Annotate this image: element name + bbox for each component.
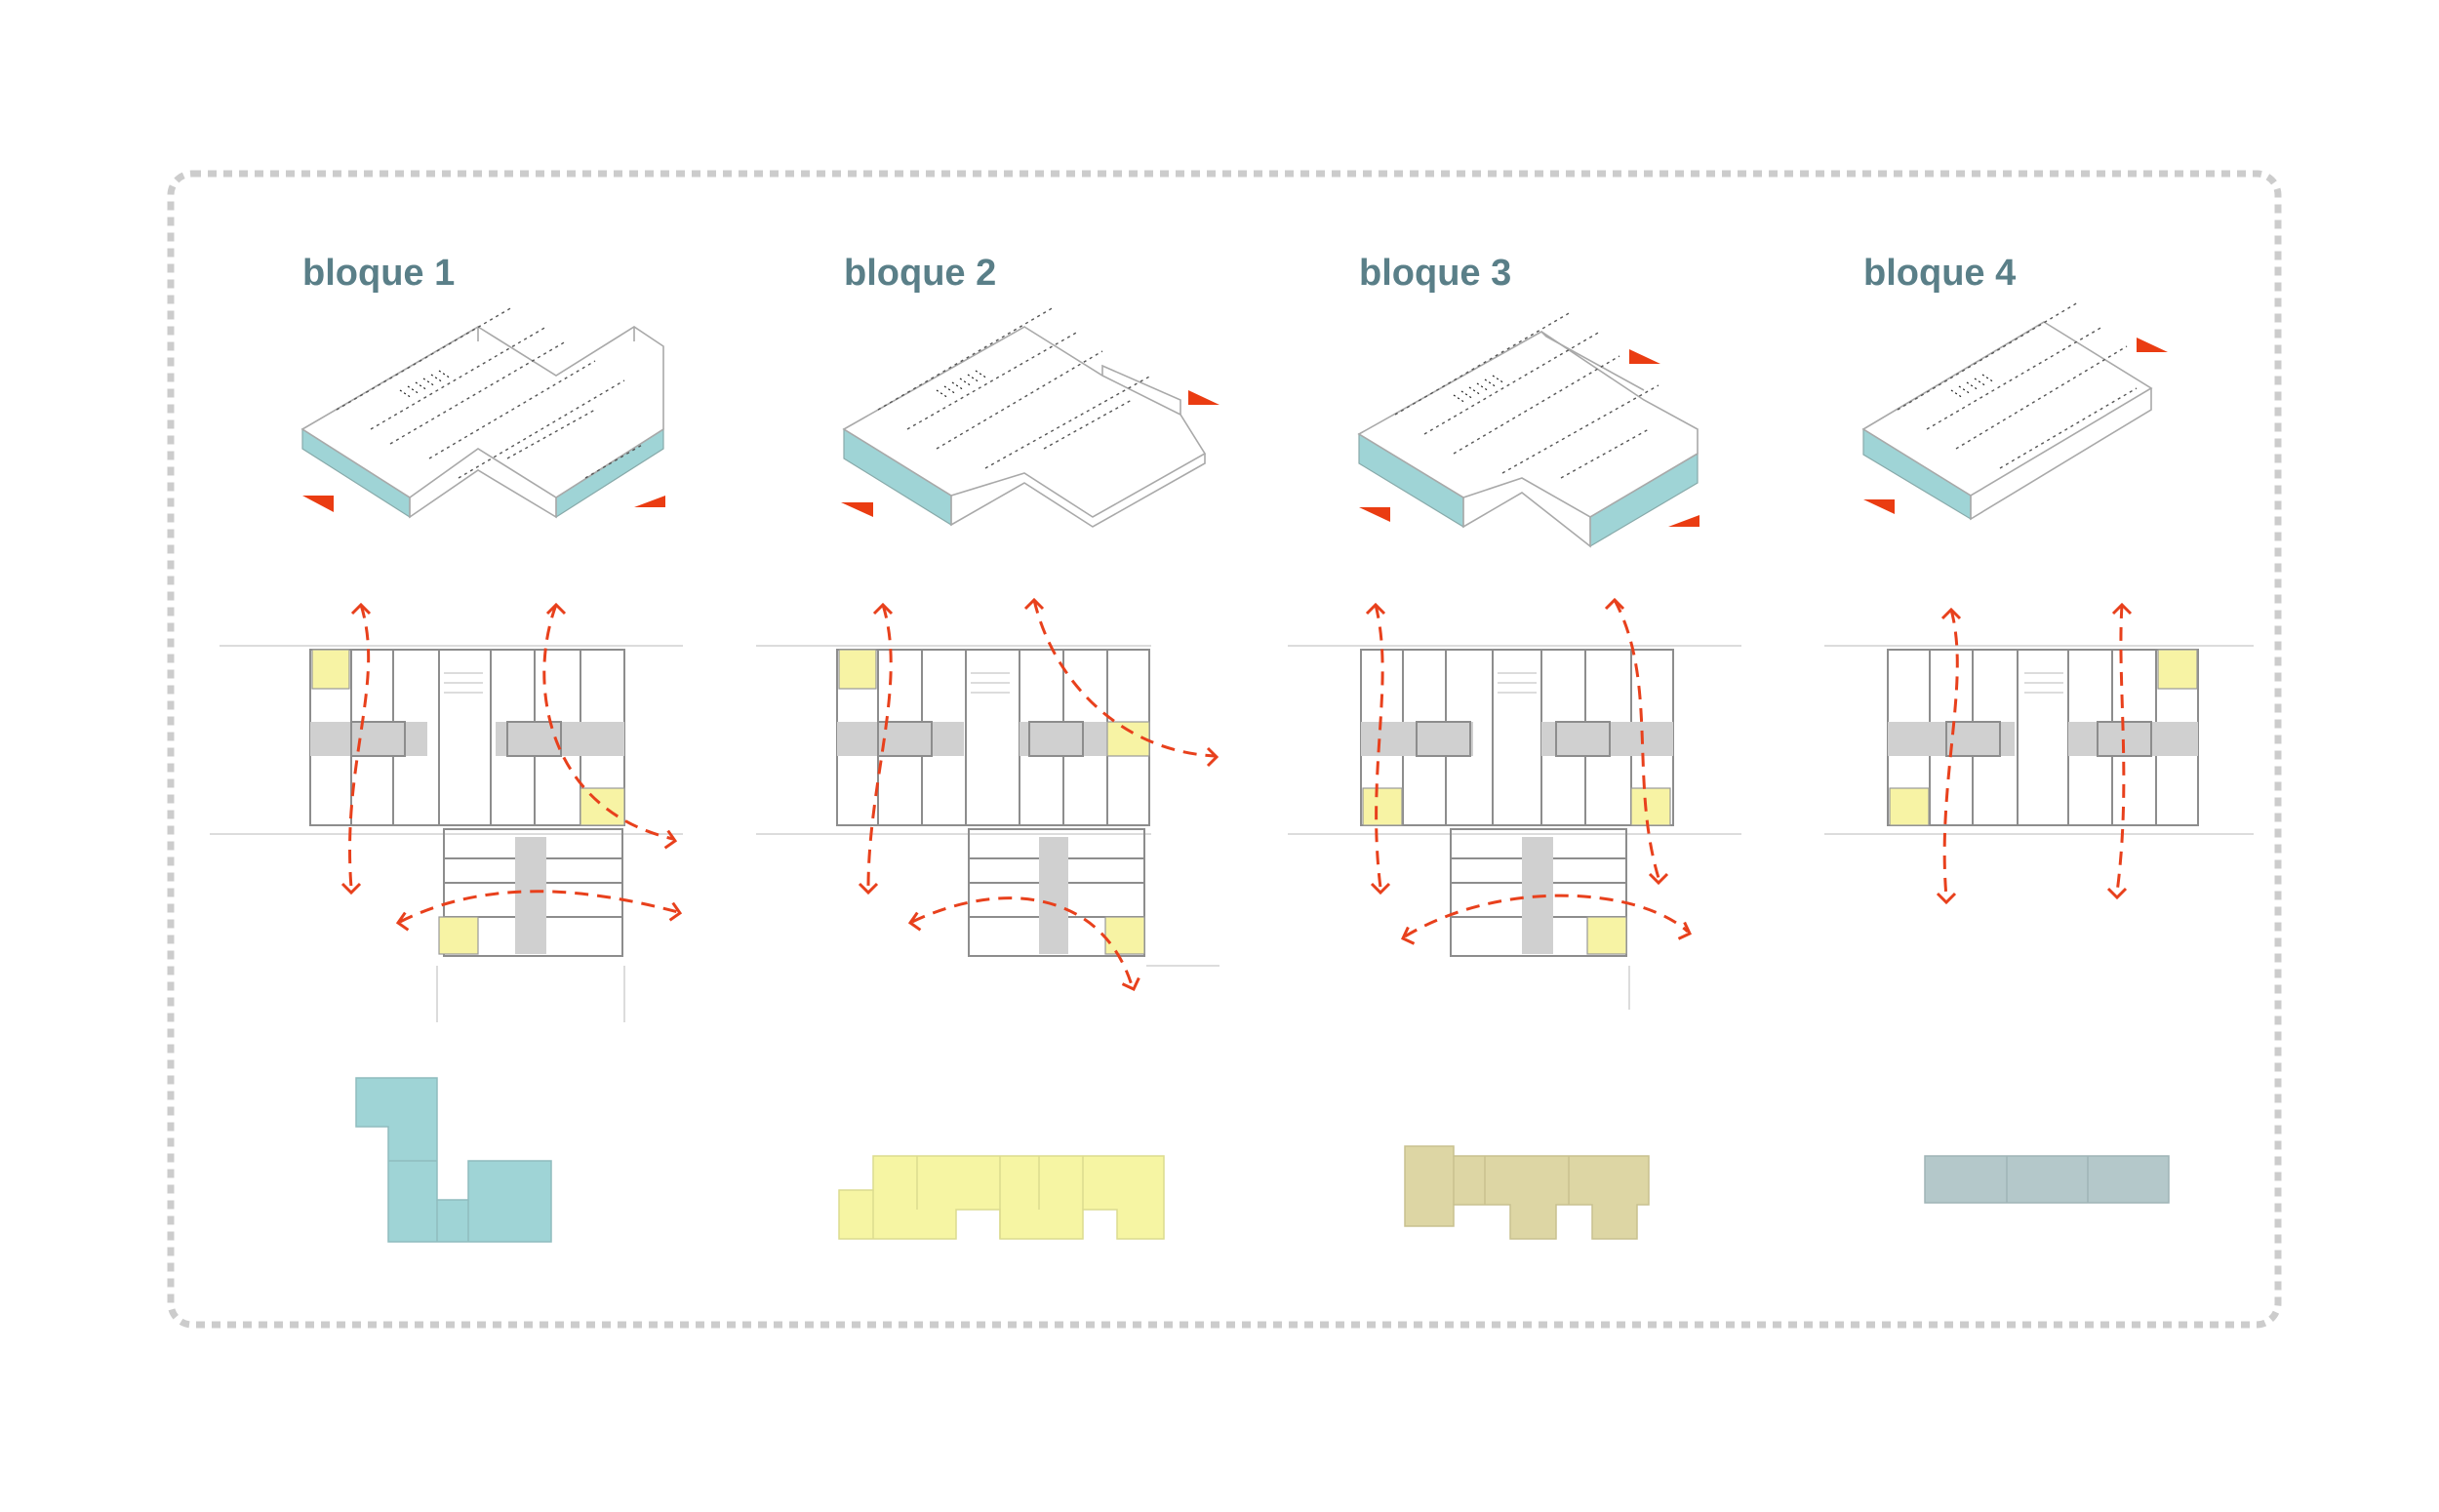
highlight-cell (2157, 649, 2198, 690)
block-1-axonometric (300, 306, 665, 519)
highlight-cell (580, 787, 625, 826)
orientation-triangle (1668, 515, 1699, 527)
highlight-cell (1586, 916, 1627, 955)
dashed-frame (167, 170, 2282, 1329)
block-2-floor-plan (756, 598, 1220, 994)
circulation-arrow (1032, 599, 1216, 758)
orientation-triangle (1863, 499, 1895, 514)
circulation-arrow (1404, 894, 1690, 938)
circulation-arrow (542, 604, 674, 841)
block-2-footprint (838, 1155, 1165, 1240)
block-1-title: bloque 1 (302, 253, 455, 294)
block-4-footprint (1924, 1155, 2170, 1204)
orientation-triangle (634, 496, 665, 507)
circulation-arrow (348, 604, 371, 889)
block-1-floor-plan (210, 603, 684, 1022)
block-2-axonometric (841, 306, 1220, 528)
circulation-arrow (866, 604, 893, 889)
block-2-title: bloque 2 (844, 253, 996, 294)
highlight-cell (311, 649, 350, 690)
orientation-triangle (302, 496, 334, 512)
highlight-cell (1104, 916, 1145, 955)
highlight-cell (438, 916, 479, 955)
block-3-axonometric (1357, 311, 1699, 548)
circulation-arrow (911, 896, 1134, 986)
circulation-arrow (1613, 599, 1660, 879)
highlight-cell (1889, 787, 1930, 826)
block-4-floor-plan (1824, 603, 2254, 904)
block-3-floor-plan (1288, 598, 1741, 1010)
orientation-triangle (1629, 349, 1660, 364)
block-3-footprint (1404, 1145, 1650, 1240)
highlight-cell (838, 649, 877, 690)
circulation-arrow (2115, 604, 2126, 894)
block-3-title: bloque 3 (1359, 253, 1511, 294)
circulation-arrow (1374, 604, 1384, 889)
block-1-footprint (355, 1077, 552, 1243)
circulation-arrow (1942, 609, 1959, 898)
block-4-title: bloque 4 (1863, 253, 2016, 294)
block-4-axonometric (1861, 301, 2168, 521)
orientation-triangle (1359, 507, 1390, 522)
orientation-triangle (1188, 390, 1220, 405)
highlight-cell (1630, 787, 1671, 826)
highlight-cell (1362, 787, 1403, 826)
orientation-triangle (2137, 338, 2168, 352)
circulation-arrow (399, 890, 679, 924)
orientation-triangle (841, 502, 873, 517)
